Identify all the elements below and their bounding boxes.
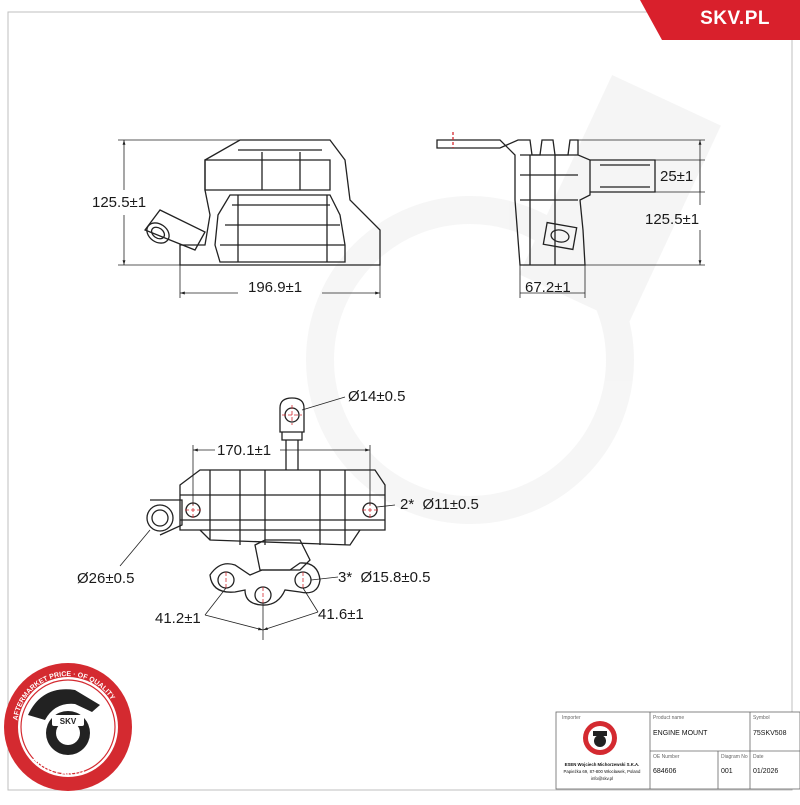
right-spacing-label: 41.6±1 [318, 606, 364, 623]
stamp-center-label: SKV [60, 717, 77, 726]
top-view-dimensions [119, 396, 396, 640]
bottom-holes-label: 3* Ø15.8±0.5 [338, 569, 430, 586]
symbol-value: 75SKV508 [753, 730, 787, 737]
end-height-label: 125.5±1 [645, 211, 699, 228]
left-spacing-label: 41.2±1 [155, 610, 201, 627]
importer-address: Papieżka 69, 87-800 Włocławek, Poland [564, 769, 642, 774]
date-value: 01/2026 [753, 768, 778, 775]
brand-tab [640, 0, 800, 40]
quality-stamp: SKV AFTERMARKET PRICE · OF QUALITY AUTO … [4, 663, 132, 791]
side-view-dimensions [118, 139, 381, 298]
pin-diameter-label: Ø14±0.5 [348, 388, 405, 405]
end-width-label: 67.2±1 [525, 279, 571, 296]
side-holes-label: 2* Ø11±0.5 [400, 496, 479, 513]
end-step-label: 25±1 [660, 168, 693, 185]
hole-spacing-label: 170.1±1 [217, 442, 271, 459]
end-view [436, 132, 656, 266]
side-view [143, 139, 381, 266]
date-label: Date [753, 754, 764, 760]
product-name-label: Product name [653, 715, 684, 721]
title-block-logo [583, 721, 617, 755]
diagram-no-label: Diagram No [721, 754, 748, 760]
importer-label: Importer [562, 715, 581, 721]
product-name: ENGINE MOUNT [653, 730, 708, 737]
watermark [306, 74, 721, 524]
importer-email: info@skv.pl [591, 776, 613, 781]
importer-company: ESEN Wojciech Michorzewski S.K.A. [565, 762, 640, 767]
symbol-label: Symbol [753, 715, 770, 721]
side-width-label: 196.9±1 [248, 279, 302, 296]
bush-diameter-label: Ø26±0.5 [77, 570, 134, 587]
centerlines [185, 405, 378, 603]
side-height-label: 125.5±1 [92, 194, 146, 211]
oe-number: 684606 [653, 768, 676, 775]
diagram-no: 001 [721, 768, 733, 775]
end-view-dimensions [519, 139, 705, 298]
brand-logo[interactable]: SKV.PL [700, 8, 770, 29]
title-block: Importer ESEN Wojciech Michorzewski S.K.… [555, 711, 800, 790]
drawing-border [7, 11, 793, 791]
oe-number-label: OE Number [653, 754, 680, 760]
